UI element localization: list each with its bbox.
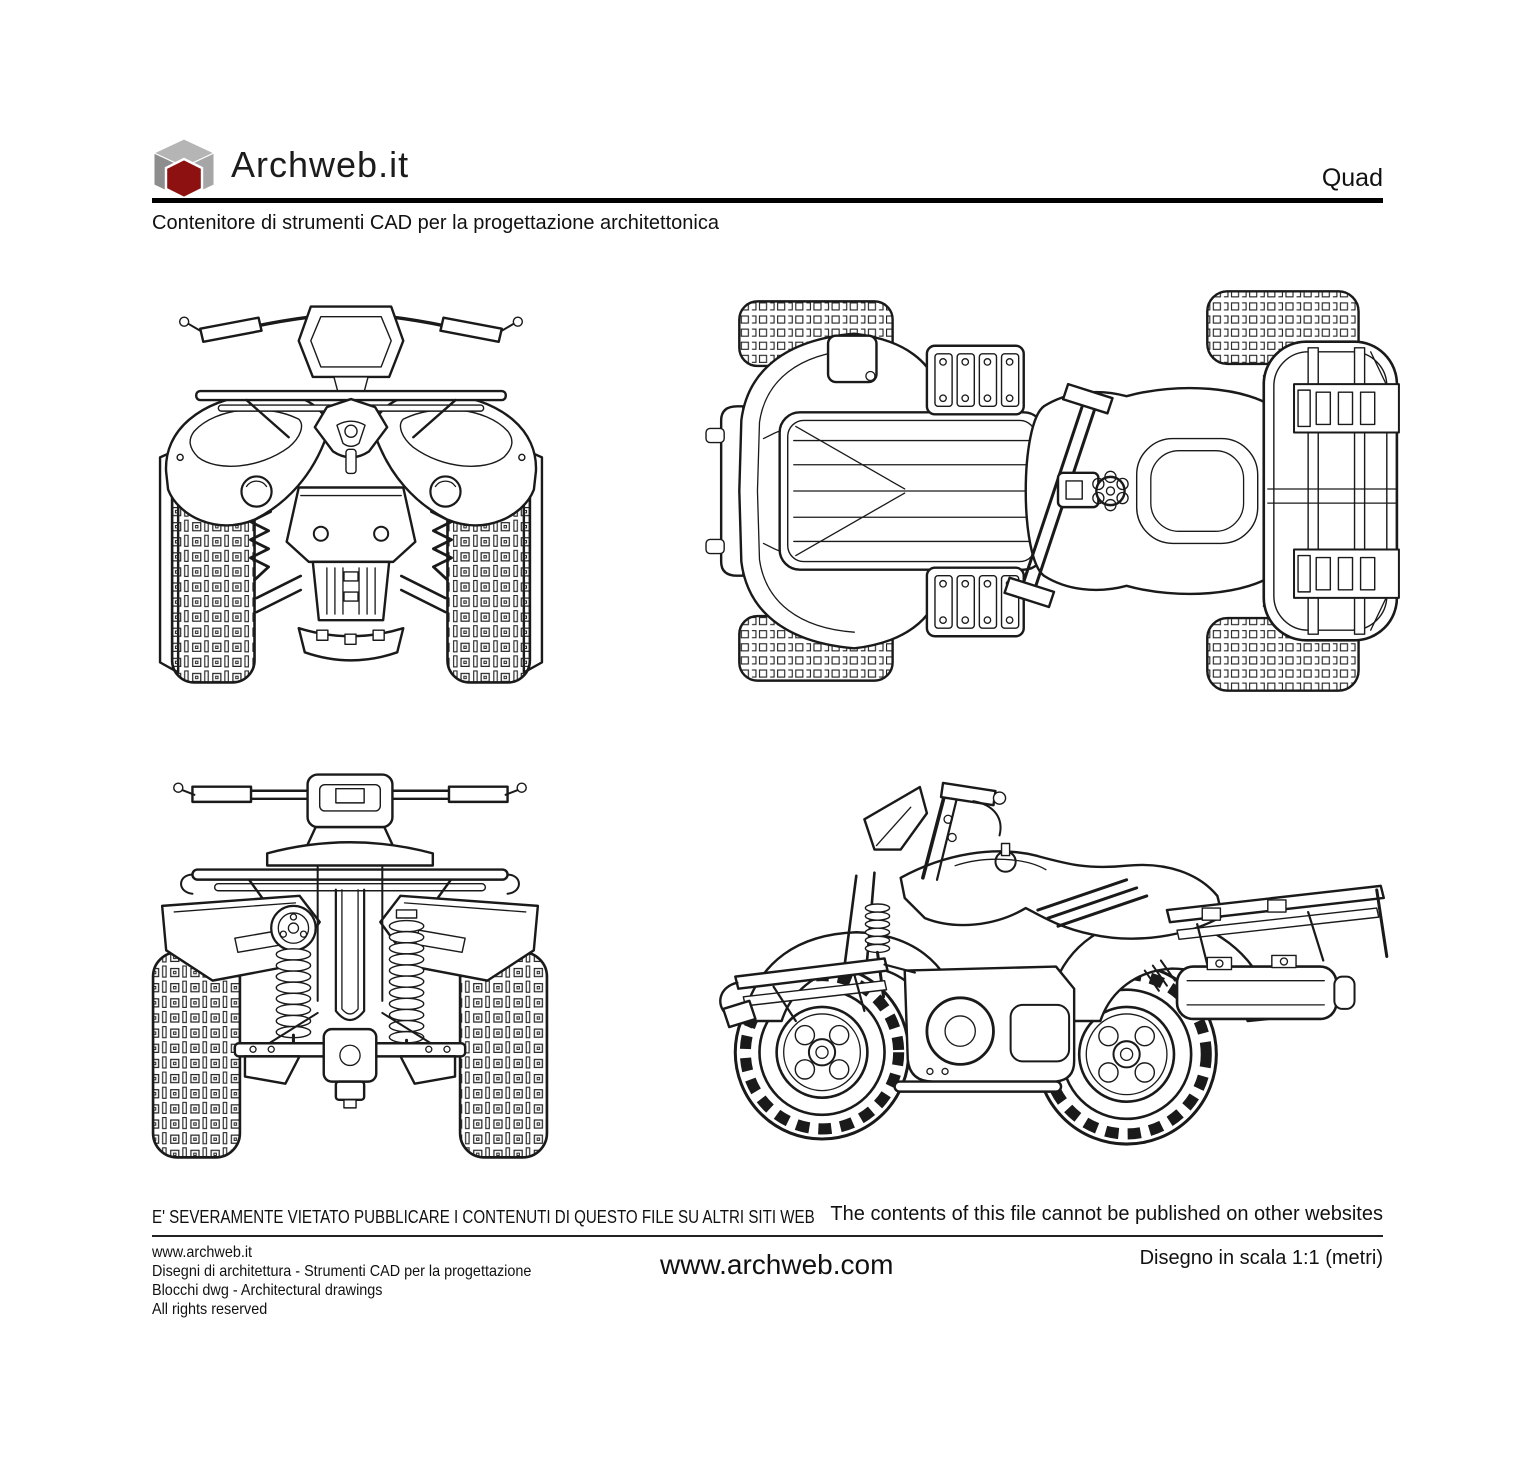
front-left-light	[240, 475, 273, 508]
brand-title: Archweb.it	[231, 144, 410, 185]
page-title: Quad	[1321, 164, 1383, 192]
left-shock	[270, 904, 317, 1061]
top-view-panel	[703, 286, 1409, 696]
bash-plate	[285, 486, 417, 564]
quad-top-view-drawing	[705, 290, 1400, 692]
rear-view-panel	[148, 768, 552, 1168]
front-left-shock	[249, 510, 273, 582]
engine-cover	[925, 996, 995, 1066]
rear-rack-top	[1262, 340, 1400, 642]
front-wheel-side	[733, 964, 911, 1141]
front-bumper	[719, 405, 745, 577]
rear-right-tire	[458, 951, 549, 1159]
right-shock	[388, 909, 425, 1061]
seat-top	[1135, 437, 1259, 545]
subtitle: Contenitore di strumenti CAD per la prog…	[152, 212, 719, 234]
rear-rack-side	[1165, 884, 1389, 966]
front-left-half	[158, 314, 329, 684]
header-divider	[152, 198, 1383, 203]
disclaimer-english: The contents of this file cannot be publ…	[830, 1203, 1383, 1225]
footer-line-architettura: Disegni di architettura - Strumenti CAD …	[152, 1263, 532, 1280]
footer-line-rights: All rights reserved	[152, 1301, 268, 1318]
muffler	[1175, 954, 1356, 1021]
left-grip	[199, 316, 263, 343]
front-rack-side	[719, 957, 916, 1029]
footer-site-url: www.archweb.it	[152, 1244, 253, 1261]
footer-info-block: www.archweb.it Disegni di architettura -…	[152, 1243, 531, 1319]
front-shock-side	[864, 903, 891, 999]
handlebar-top	[1003, 382, 1129, 609]
footer-line-blocchi: Blocchi dwg - Architectural drawings	[152, 1282, 383, 1299]
footboard-left	[925, 344, 1025, 416]
differential	[322, 1027, 378, 1083]
rear-rack	[191, 868, 509, 881]
quad-rear-view-drawing	[151, 773, 549, 1159]
front-view-panel	[150, 278, 552, 696]
archweb-logo-icon	[152, 138, 216, 200]
footer-center-url: www.archweb.com	[660, 1249, 894, 1280]
rear-left-tire	[151, 951, 242, 1159]
quad-front-view-drawing	[158, 305, 544, 685]
disclaimer-italian: E' SEVERAMENTE VIETATO PUBBLICARE I CONT…	[152, 1207, 815, 1227]
scale-note: Disegno in scala 1:1 (metri)	[1139, 1247, 1383, 1269]
footboard-right	[925, 566, 1025, 638]
seat-rear	[265, 841, 435, 867]
quad-side-view-drawing	[719, 781, 1389, 1146]
footer-divider	[152, 1235, 1383, 1237]
handlebar-side	[863, 781, 1007, 881]
side-view-panel	[703, 756, 1409, 1166]
